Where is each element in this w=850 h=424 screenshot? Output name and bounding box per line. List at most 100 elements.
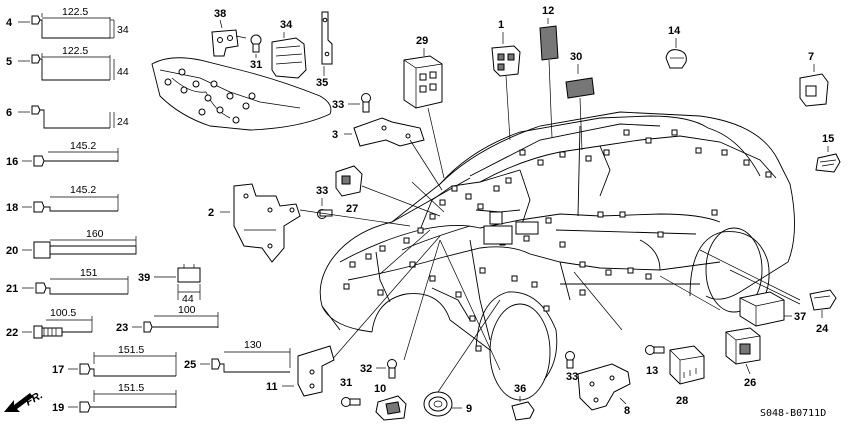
- callout-22: 22: [6, 327, 18, 339]
- callout-2: 2: [208, 207, 214, 219]
- part-32-bolt[interactable]: 32: [360, 359, 397, 379]
- part-24-clip[interactable]: 24: [809, 289, 837, 335]
- callout-16: 16: [6, 156, 18, 168]
- callout-13: 13: [646, 365, 658, 377]
- dashboard-harness: [151, 57, 332, 131]
- dim-17-length: 151.5: [118, 344, 144, 356]
- part-7-clip[interactable]: 7: [799, 51, 829, 107]
- callout-30: 30: [570, 51, 582, 63]
- callout-31-top: 31: [250, 59, 262, 71]
- callout-19: 19: [52, 402, 64, 414]
- callout-4: 4: [6, 17, 13, 29]
- part-13-bolt[interactable]: 13: [645, 345, 665, 378]
- car-body-outline: [319, 111, 795, 401]
- part-16-clip[interactable]: 16 145.2: [6, 140, 119, 168]
- part-9-grommet[interactable]: 9: [423, 391, 472, 417]
- part-25-clip[interactable]: 25 130: [184, 339, 291, 373]
- callout-17: 17: [52, 364, 64, 376]
- part-38-bracket[interactable]: 38: [211, 8, 247, 57]
- callout-32: 32: [360, 363, 372, 375]
- callout-36: 36: [514, 383, 526, 395]
- dim-20-length: 160: [86, 228, 104, 240]
- part-28-relay[interactable]: 28: [669, 345, 705, 407]
- callout-20: 20: [6, 245, 18, 257]
- callout-39: 39: [138, 272, 150, 284]
- callout-11: 11: [266, 381, 278, 393]
- part-22-clip[interactable]: 22 100.5: [6, 307, 93, 339]
- callout-5: 5: [6, 56, 12, 68]
- callout-6: 6: [6, 107, 12, 119]
- part-37-relay[interactable]: 37: [739, 291, 806, 327]
- callout-24: 24: [816, 323, 829, 335]
- leader-lines: [299, 139, 801, 393]
- callout-33-a: 33: [332, 99, 344, 111]
- part-33-bolt-b[interactable]: 33: [316, 185, 333, 219]
- part-27-connector[interactable]: 27: [335, 165, 441, 217]
- part-29-relay-box[interactable]: 29: [403, 35, 445, 179]
- callout-27: 27: [346, 203, 358, 215]
- callout-33-c: 33: [566, 371, 578, 383]
- dim-22-length: 100.5: [50, 307, 76, 319]
- part-39-clip[interactable]: 39 44: [138, 264, 201, 305]
- callout-14: 14: [668, 25, 681, 37]
- callout-35: 35: [316, 77, 328, 89]
- part-35-bracket[interactable]: 35: [316, 11, 333, 89]
- part-5-clip[interactable]: 5 122.5 44: [6, 45, 129, 81]
- callout-28: 28: [676, 395, 688, 407]
- callout-29: 29: [416, 35, 428, 47]
- callout-37: 37: [794, 311, 806, 323]
- dim-5-height: 44: [117, 66, 129, 78]
- dim-16-length: 145.2: [70, 140, 96, 152]
- callout-21: 21: [6, 283, 18, 295]
- diagram-code: S048-B0711D: [760, 408, 826, 419]
- dim-6-height: 24: [117, 116, 129, 128]
- part-33-bolt-a[interactable]: 33: [332, 93, 371, 113]
- part-30-pad[interactable]: 30: [565, 51, 595, 151]
- callout-26: 26: [744, 377, 756, 389]
- dim-4-length: 122.5: [62, 6, 88, 18]
- callout-18: 18: [6, 202, 18, 214]
- part-6-clip[interactable]: 6 24: [6, 105, 129, 129]
- part-31-bolt-bottom[interactable]: 31: [340, 377, 361, 407]
- part-11-bracket[interactable]: 11: [266, 345, 335, 397]
- callout-12: 12: [542, 5, 554, 17]
- part-3-bracket[interactable]: 3: [332, 117, 425, 147]
- part-18-clip[interactable]: 18 145.2: [6, 184, 119, 214]
- callout-34: 34: [280, 19, 293, 31]
- part-17-clip[interactable]: 17 151.5: [52, 344, 177, 377]
- part-4-clip[interactable]: 4 122.5 34: [6, 6, 129, 39]
- part-36-connector[interactable]: 36: [511, 383, 535, 421]
- callout-1: 1: [498, 19, 504, 31]
- part-14-clip[interactable]: 14: [665, 25, 687, 69]
- part-8-bracket[interactable]: 8: [577, 363, 631, 417]
- part-12-pad[interactable]: 12: [539, 5, 559, 139]
- dim-18-length: 145.2: [70, 184, 96, 196]
- callout-31-bottom: 31: [340, 377, 352, 389]
- callout-23: 23: [116, 322, 128, 334]
- dim-5-length: 122.5: [62, 45, 88, 57]
- part-2-bracket[interactable]: 2: [208, 183, 301, 263]
- part-10-clip[interactable]: 10: [374, 383, 407, 421]
- part-1-connector[interactable]: 1: [491, 19, 521, 141]
- front-direction-label: FR.: [24, 389, 45, 408]
- part-19-clip[interactable]: 19 151.5: [52, 382, 177, 414]
- part-15-clip[interactable]: 15: [815, 133, 841, 173]
- callout-3: 3: [332, 129, 338, 141]
- part-21-clip[interactable]: 21 151: [6, 267, 129, 295]
- callout-10: 10: [374, 383, 386, 395]
- callout-25: 25: [184, 359, 196, 371]
- part-20-clip[interactable]: 20 160: [6, 228, 137, 259]
- dim-25-length: 130: [244, 339, 262, 351]
- part-31-bolt-top[interactable]: 31: [250, 34, 262, 71]
- callout-7: 7: [808, 51, 814, 63]
- dim-19-length: 151.5: [118, 382, 144, 394]
- part-26-relay[interactable]: 26: [725, 327, 761, 389]
- callout-38: 38: [214, 8, 226, 20]
- part-33-bolt-c[interactable]: 33: [565, 351, 579, 384]
- part-34-module[interactable]: 34: [271, 19, 307, 79]
- callout-8: 8: [624, 405, 630, 417]
- callout-33-b: 33: [316, 185, 328, 197]
- part-23-clip[interactable]: 23 100: [116, 304, 219, 334]
- dim-21-length: 151: [80, 267, 98, 279]
